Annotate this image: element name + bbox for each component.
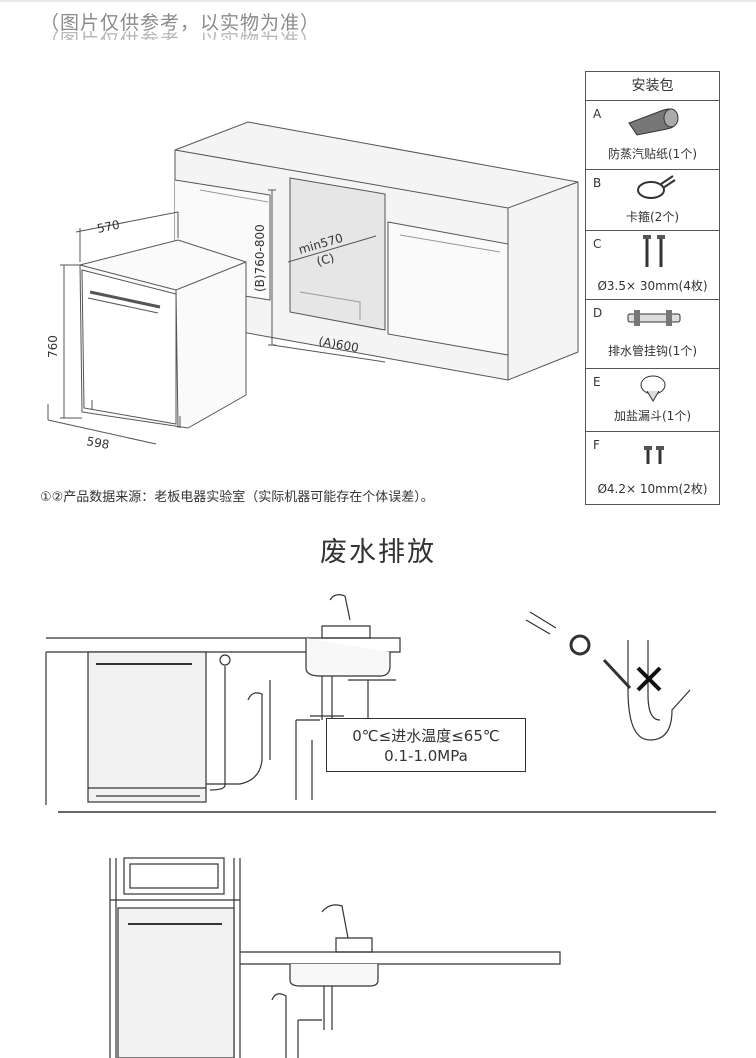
dim-height-label: 760 (46, 335, 60, 358)
kit-item-letter: D (593, 306, 603, 320)
dim-depth-label: 570 (96, 217, 121, 235)
drain-hook-icon (627, 310, 680, 326)
kit-item-e: E 加盐漏斗(1个) (586, 369, 719, 432)
kit-item-letter: A (593, 107, 602, 121)
kit-item-label: 防蒸汽贴纸(1个) (608, 147, 697, 161)
water-spec-box: 0℃≤进水温度≤65℃ 0.1-1.0MPa (326, 718, 526, 772)
inlet-temperature-range: 0℃≤进水温度≤65℃ (352, 727, 500, 745)
kit-item-d: D 排水管挂钩(1个) (586, 300, 719, 369)
kit-item-c: C Ø3.5× 30mm(4枚) (586, 231, 719, 300)
sticker-roll-icon (627, 108, 678, 136)
salt-funnel-icon (640, 375, 665, 402)
short-screw-icon (643, 446, 664, 464)
kit-item-letter: B (593, 176, 602, 190)
kit-item-letter: C (593, 237, 602, 251)
kit-item-letter: E (593, 375, 601, 389)
hose-clamp-icon (636, 175, 676, 199)
disclaimer-text: （图片仅供参考，以实物为准） (40, 12, 321, 34)
section-title: 废水排放 (320, 537, 436, 568)
kit-item-b: B 卡箍(2个) (586, 170, 719, 231)
top-divider (0, 0, 756, 2)
inlet-pressure-range: 0.1-1.0MPa (384, 747, 468, 765)
drainage-diagram (45, 594, 716, 813)
tall-cabinet-diagram (109, 857, 561, 1058)
kit-item-label: Ø4.2× 10mm(2枚) (597, 482, 708, 496)
dim-width-label: 598 (85, 434, 110, 452)
kit-item-label: 加盐漏斗(1个) (614, 409, 691, 423)
kit-item-f: F Ø4.2× 10mm(2枚) (586, 432, 719, 504)
kit-item-a: A 防蒸汽贴纸(1个) (586, 101, 719, 170)
install-kit-title: 安装包 (586, 72, 719, 101)
kit-item-label: 排水管挂钩(1个) (608, 344, 697, 358)
install-kit-table: 安装包 A 防蒸汽贴纸(1个) B 卡箍(2个) C Ø3.5× 30mm(4枚… (585, 71, 720, 505)
kit-item-label: 卡箍(2个) (626, 210, 679, 224)
dim-niche-width-label: (A)600 (317, 334, 359, 355)
screw-icon (642, 235, 665, 267)
installation-dimension-diagram: 570 598 760 (B)760-800 min570 (C) (A)600 (46, 121, 579, 452)
disclaimer-text-ghost: （图片仅供参考，以实物为准） (40, 26, 320, 40)
data-source-note: ①②产品数据来源：老板电器实验室（实际机器可能存在个体误差）。 (40, 490, 434, 505)
dim-niche-depth-tag: (C) (315, 251, 336, 269)
kit-item-letter: F (593, 438, 600, 452)
kit-item-label: Ø3.5× 30mm(4枚) (597, 279, 708, 293)
dim-niche-height-label: (B)760-800 (253, 224, 267, 292)
